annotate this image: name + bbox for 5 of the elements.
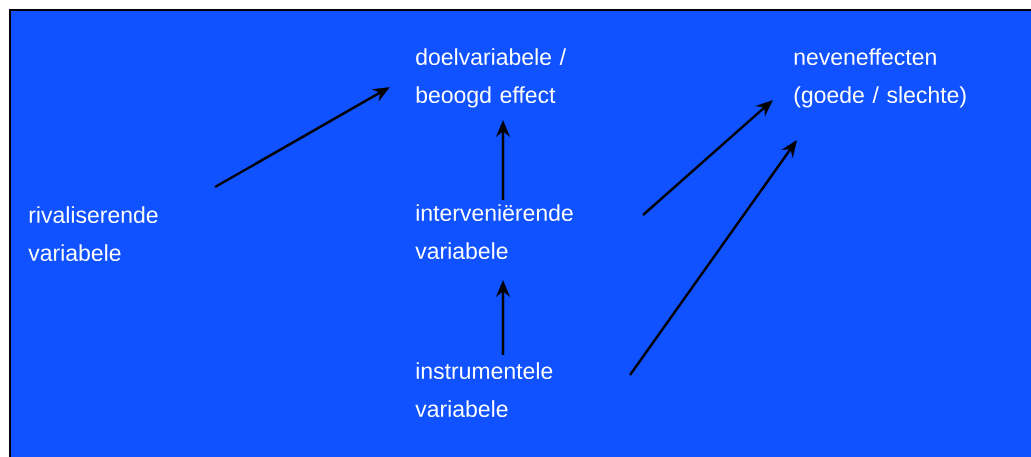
node-label: interveniërende variabele [415, 204, 573, 260]
node-label: instrumentele variabele [415, 362, 553, 418]
node-label: neveneffecten (goede / slechte) [794, 48, 966, 108]
node-label: rivaliserende variabele [28, 206, 158, 262]
node-label: doelvariabele / beoogd effect [416, 48, 567, 108]
